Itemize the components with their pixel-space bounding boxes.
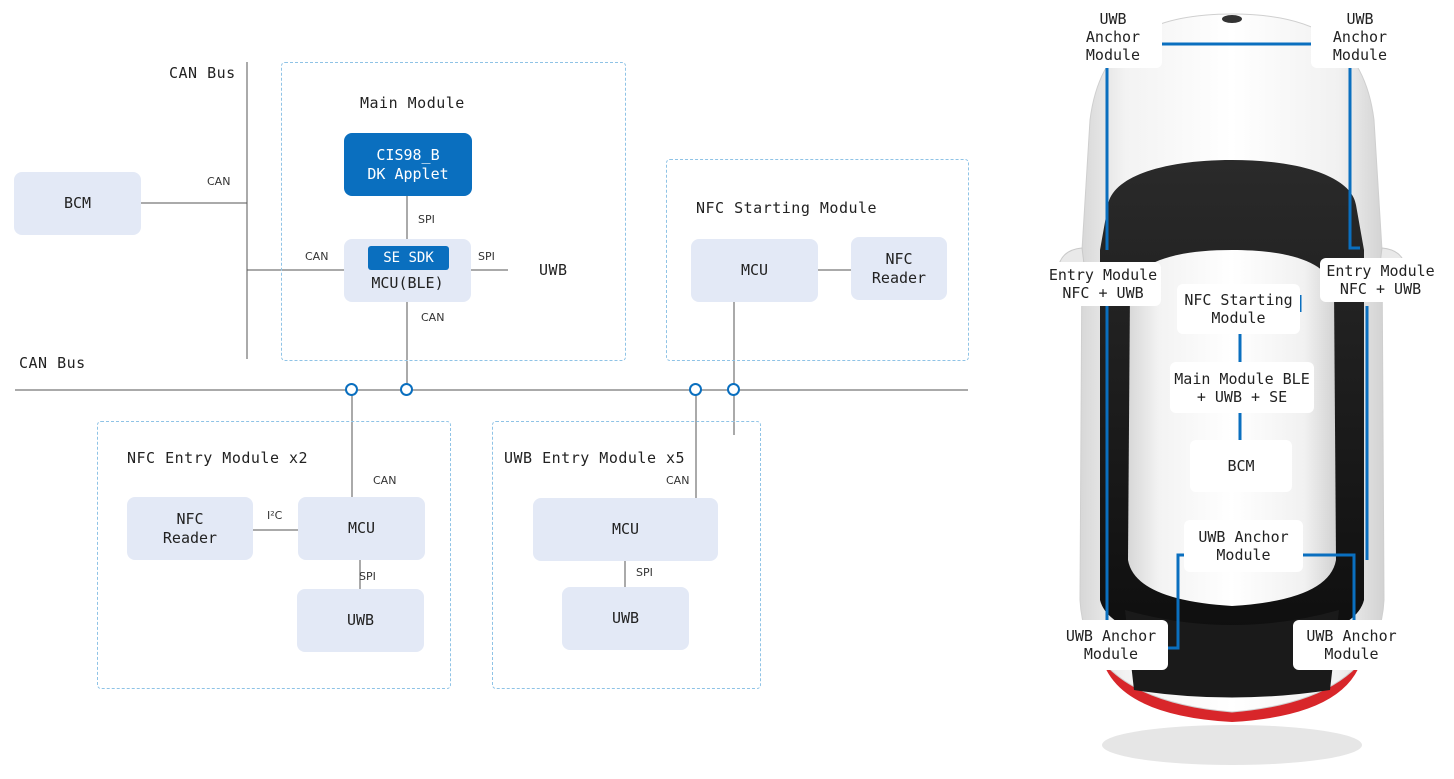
nfc-starting-reader-node: NFC Reader [851, 237, 947, 300]
nfc-entry-module-panel [97, 421, 451, 689]
i2c-label: I²C [267, 509, 283, 522]
can-bus-main-label: CAN Bus [19, 354, 86, 372]
nfc-entry-mcu-node: MCU [298, 497, 425, 560]
main-uwb-label: UWB [539, 261, 568, 279]
nfc-entry-can-label: CAN [373, 474, 397, 487]
bcm-node: BCM [14, 172, 141, 235]
nfc-starting-mcu-node: MCU [691, 239, 818, 302]
uwb-anchor-front-left-callout: UWB Anchor Module [1064, 0, 1162, 68]
bus-junction-dot [400, 383, 413, 396]
bus-junction-dot [689, 383, 702, 396]
main-module-panel [281, 62, 626, 361]
uwb-anchor-front-right-callout: UWB Anchor Module [1311, 0, 1409, 68]
uwb-anchor-rear-left-callout: UWB Anchor Module [1054, 620, 1168, 670]
se-sdk-badge: SE SDK [368, 246, 449, 270]
main-module-title: Main Module [360, 94, 465, 112]
nfc-entry-title: NFC Entry Module x2 [127, 449, 309, 467]
bus-junction-dot [345, 383, 358, 396]
connector-lines [15, 62, 968, 589]
main-module-callout: Main Module BLE + UWB + SE [1170, 362, 1314, 413]
uwb-anchor-center-callout: UWB Anchor Module [1184, 520, 1303, 572]
nfc-entry-uwb-node: UWB [297, 589, 424, 652]
main-can-left-label: CAN [305, 250, 329, 263]
dk-applet-node: CIS98_B DK Applet [344, 133, 472, 196]
nfc-starting-module-panel [666, 159, 969, 361]
main-can-bottom-label: CAN [421, 311, 445, 324]
nfc-entry-spi-label: SPI [359, 570, 376, 583]
applet-spi-label: SPI [418, 213, 435, 226]
bcm-callout: BCM [1190, 440, 1292, 492]
bus-junction-dot [727, 383, 740, 396]
uwb-entry-spi-label: SPI [636, 566, 653, 579]
uwb-entry-title: UWB Entry Module x5 [504, 449, 686, 467]
entry-module-left-callout: Entry Module NFC + UWB [1045, 262, 1161, 306]
mcu-ble-label: MCU(BLE) [371, 274, 444, 292]
uwb-entry-mcu-node: MCU [533, 498, 718, 561]
nfc-entry-reader-node: NFC Reader [127, 497, 253, 560]
uwb-entry-can-label: CAN [666, 474, 690, 487]
bcm-can-label: CAN [207, 175, 231, 188]
uwb-entry-uwb-node: UWB [562, 587, 689, 650]
nfc-starting-title: NFC Starting Module [696, 199, 878, 217]
can-bus-top-label: CAN Bus [169, 64, 236, 82]
entry-module-right-callout: Entry Module NFC + UWB [1320, 258, 1441, 302]
uwb-entry-module-panel [492, 421, 761, 689]
main-spi-right-label: SPI [478, 250, 495, 263]
uwb-anchor-rear-right-callout: UWB Anchor Module [1293, 620, 1410, 670]
mcu-ble-node: MCU(BLE) [344, 239, 471, 302]
nfc-starting-callout: NFC Starting Module [1177, 284, 1300, 334]
